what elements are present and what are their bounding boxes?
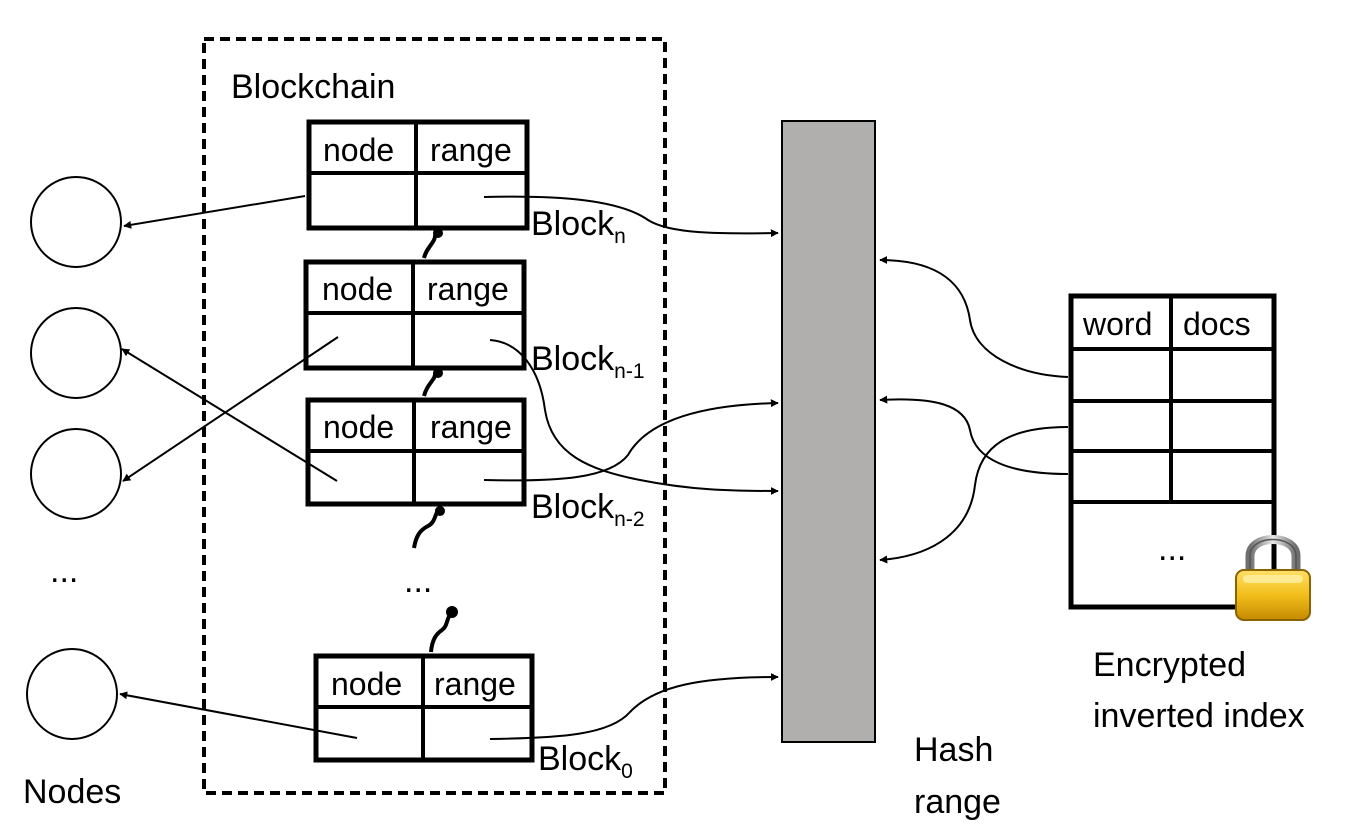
index-ellipsis: ... (1158, 530, 1186, 568)
blockchain-ellipsis: ... (404, 562, 432, 600)
block-n-1-label: Blockn-1 (531, 340, 645, 383)
arrow-block-0-to-node (119, 691, 358, 739)
node-circle (30, 428, 122, 520)
inverted-index-table: word docs ... (1068, 293, 1277, 610)
index-label-line2: inverted index (1093, 697, 1305, 735)
arrow-block-0-to-hash (489, 673, 779, 740)
node-arrows (119, 195, 358, 739)
block-n-range-header: range (430, 132, 512, 168)
arrow-block-n-2-to-hash (483, 399, 779, 482)
hash-range-bar (781, 120, 876, 743)
block-0: node range (313, 653, 535, 763)
block-0-label: Block0 (538, 740, 633, 783)
node-circle (30, 176, 122, 268)
arrow-block-n-2-to-node (121, 348, 338, 482)
index-arrows (879, 256, 1069, 564)
index-label-line1: Encrypted (1093, 646, 1246, 684)
block-0-node-header: node (331, 666, 402, 702)
index-word-header: word (1082, 306, 1152, 342)
block-n: node range (306, 119, 530, 231)
node-circle (26, 648, 118, 740)
chain-links (412, 228, 458, 653)
blockchain-container (202, 37, 667, 795)
block-n-2-label: Blockn-2 (531, 488, 645, 531)
block-n-2-range-header: range (430, 409, 512, 445)
arrow-block-n-1-to-hash (489, 339, 779, 495)
arrow-index-row1-to-hash (879, 256, 1069, 378)
block-n-1: node range (303, 259, 527, 371)
arrow-block-n-to-hash (483, 195, 779, 238)
arrow-index-row3-to-hash (879, 395, 1069, 475)
block-n-2-node-header: node (323, 409, 394, 445)
nodes-ellipsis: ... (50, 552, 78, 590)
arrow-index-row2-to-hash (879, 426, 1069, 564)
block-0-range-header: range (434, 666, 516, 702)
hash-range-label-line1: Hash (914, 731, 993, 769)
arrow-block-n-to-node (123, 195, 306, 229)
block-n-node-header: node (323, 132, 394, 168)
index-docs-header: docs (1183, 306, 1251, 342)
blockchain-title: Blockchain (231, 68, 395, 106)
padlock-icon (1235, 535, 1311, 621)
nodes-label: Nodes (23, 773, 121, 811)
block-n-2: node range (305, 397, 527, 507)
block-n-1-range-header: range (427, 271, 509, 307)
hash-range-label-line2: range (914, 783, 1001, 821)
nodes-column (26, 176, 122, 740)
block-n-label: Blockn (531, 205, 626, 248)
block-n-1-node-header: node (322, 271, 393, 307)
arrow-block-n-1-to-node (122, 336, 339, 482)
range-arrows (483, 195, 779, 740)
node-circle (30, 307, 122, 399)
